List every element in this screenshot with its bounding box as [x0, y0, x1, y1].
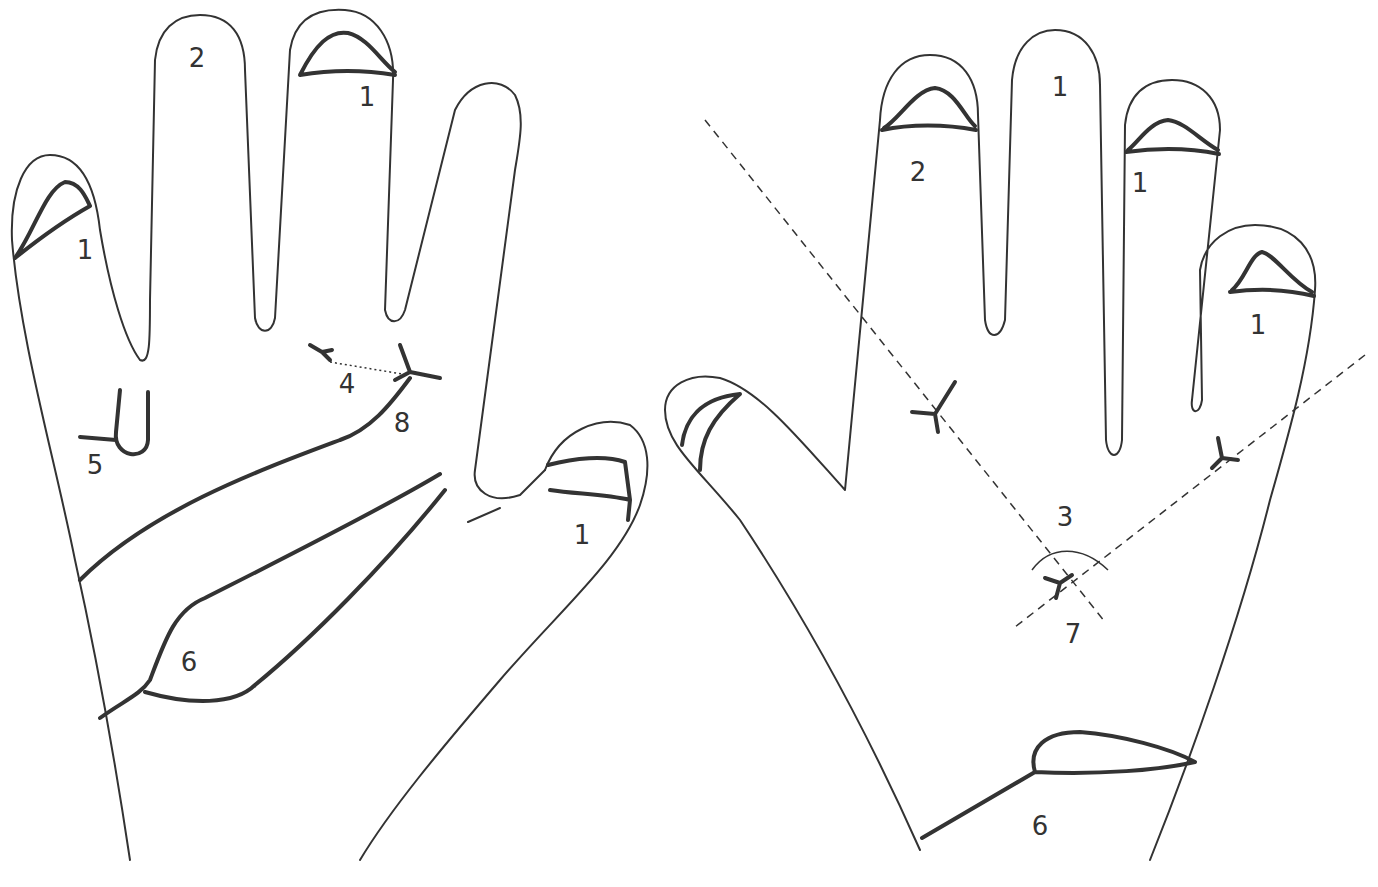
triradius — [310, 345, 332, 360]
fingertip-arch — [882, 88, 976, 130]
callout-number: 6 — [1032, 813, 1049, 839]
fingertip-arch — [1126, 120, 1219, 154]
fingertip-arch — [300, 33, 395, 75]
callout-number: 2 — [910, 159, 927, 185]
triradius — [395, 345, 440, 380]
hypothenar-loop — [100, 474, 445, 718]
callout-number: 5 — [87, 452, 104, 478]
loop-pattern — [80, 390, 148, 454]
callout-number: 6 — [181, 649, 198, 675]
callout-number: 1 — [359, 84, 376, 110]
hand-outline — [665, 30, 1315, 860]
callout-number: 1 — [77, 237, 94, 263]
fingertip-loop — [682, 394, 740, 470]
thumb-outline — [360, 422, 647, 860]
triradius — [1045, 575, 1072, 598]
hand-outline — [12, 10, 545, 860]
triradius — [1212, 438, 1238, 468]
callout-number: 4 — [339, 371, 356, 397]
callout-number: 8 — [394, 410, 411, 436]
fingertip-arch — [1230, 252, 1314, 296]
callout-number: 3 — [1057, 504, 1074, 530]
callout-number: 1 — [574, 522, 591, 548]
angle-arc — [1032, 551, 1108, 570]
palm-line — [80, 378, 410, 580]
axial-line — [705, 120, 1105, 622]
callout-number: 1 — [1250, 312, 1267, 338]
callout-number: 2 — [189, 45, 206, 71]
callout-number: 1 — [1052, 74, 1069, 100]
callout-number: 1 — [1132, 170, 1149, 196]
axial-line — [1015, 355, 1365, 627]
callout-number: 7 — [1065, 621, 1082, 647]
thumb-edge — [468, 508, 500, 522]
fingertip-loop — [548, 458, 630, 520]
hypothenar-loop — [922, 732, 1195, 838]
